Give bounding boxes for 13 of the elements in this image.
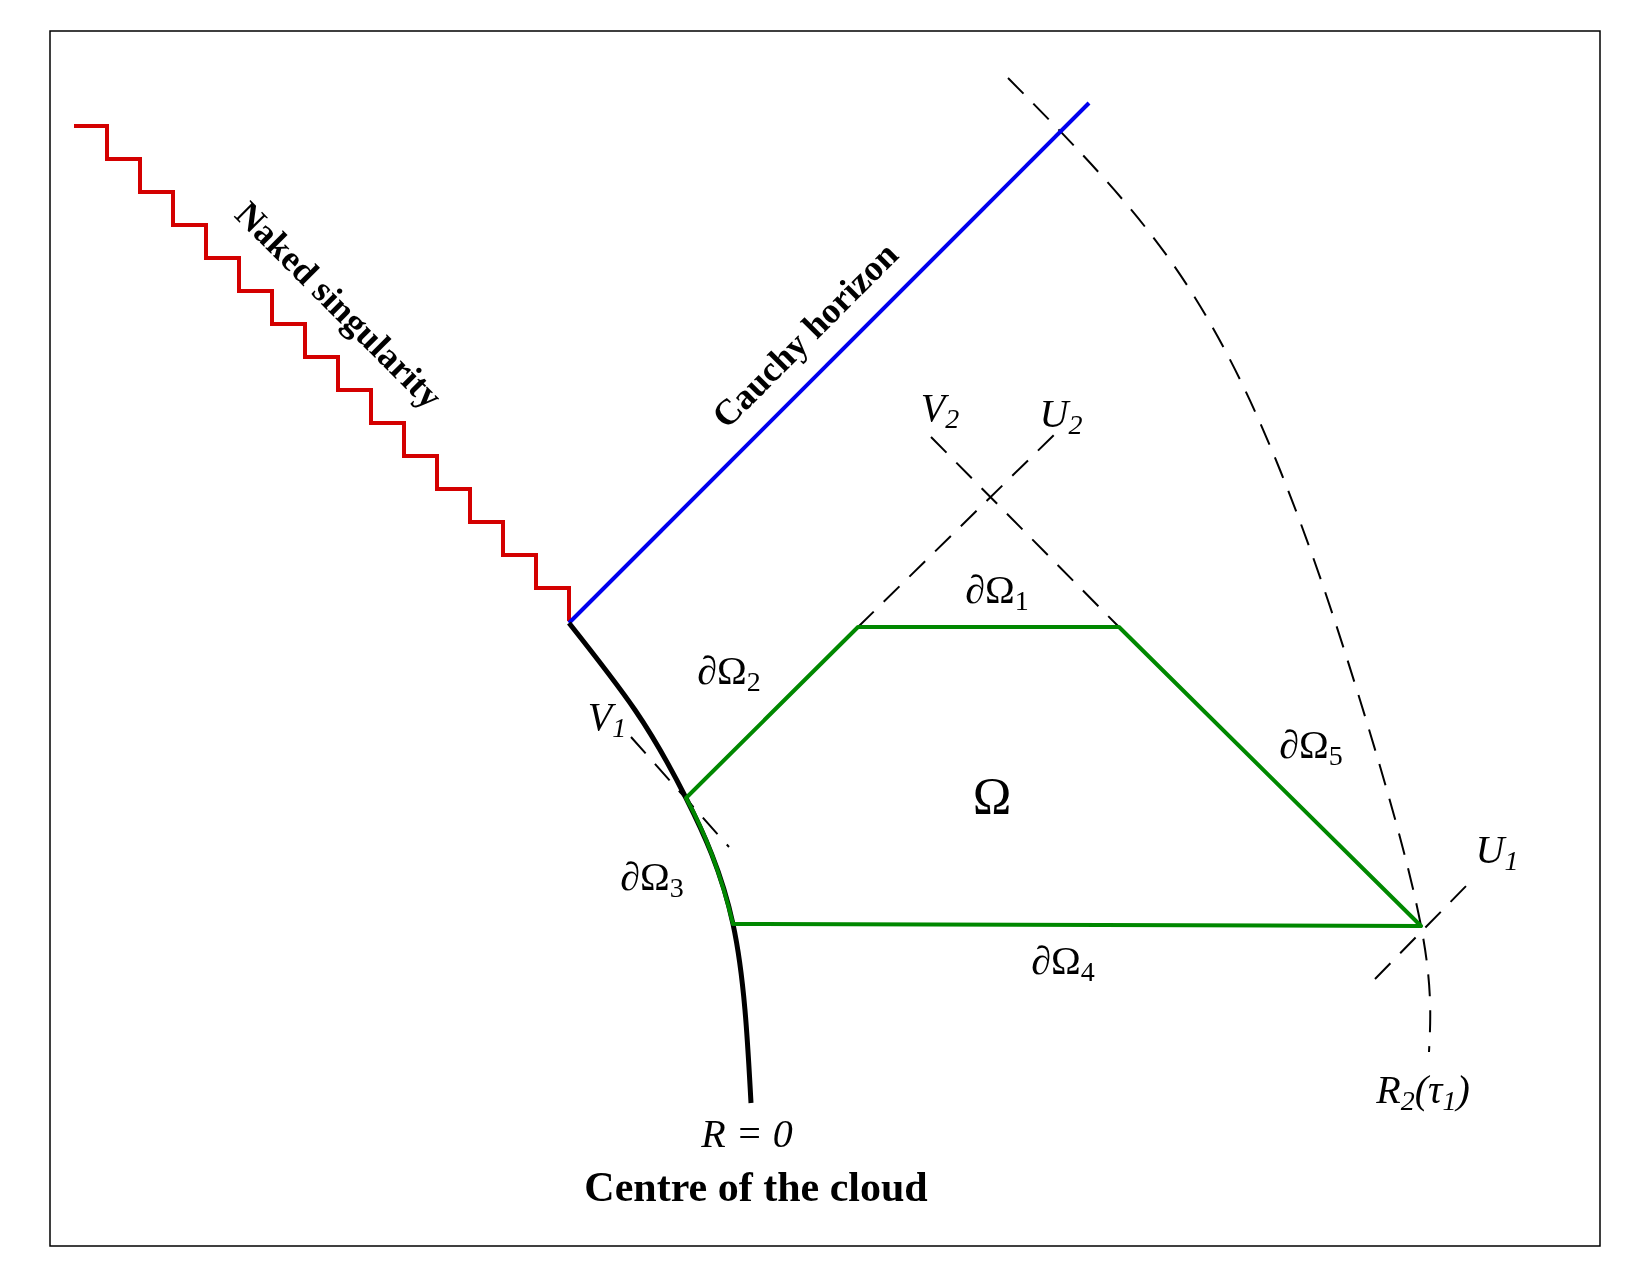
line-label: V$_{1}$: [587, 696, 627, 742]
line-label: U$_{2}$: [1039, 393, 1083, 439]
boundary-label: ∂Ω$_{2}$: [697, 650, 761, 696]
boundary-label: ∂Ω$_{4}$: [1031, 940, 1095, 986]
boundary-label: ∂Ω$_{5}$: [1279, 724, 1343, 770]
curve-label: Centre of the cloud: [584, 1166, 928, 1208]
curve-label: R = 0: [701, 1114, 793, 1154]
line-label: V$_{2}$: [920, 387, 960, 433]
curve-label: R$_{2}$(τ$_{1}$): [1376, 1069, 1470, 1115]
boundary-label: ∂Ω$_{3}$: [620, 856, 684, 902]
region-label: Ω: [972, 771, 1012, 823]
line-label: U$_{1}$: [1475, 829, 1519, 875]
boundary-label: ∂Ω$_{1}$: [965, 569, 1029, 615]
